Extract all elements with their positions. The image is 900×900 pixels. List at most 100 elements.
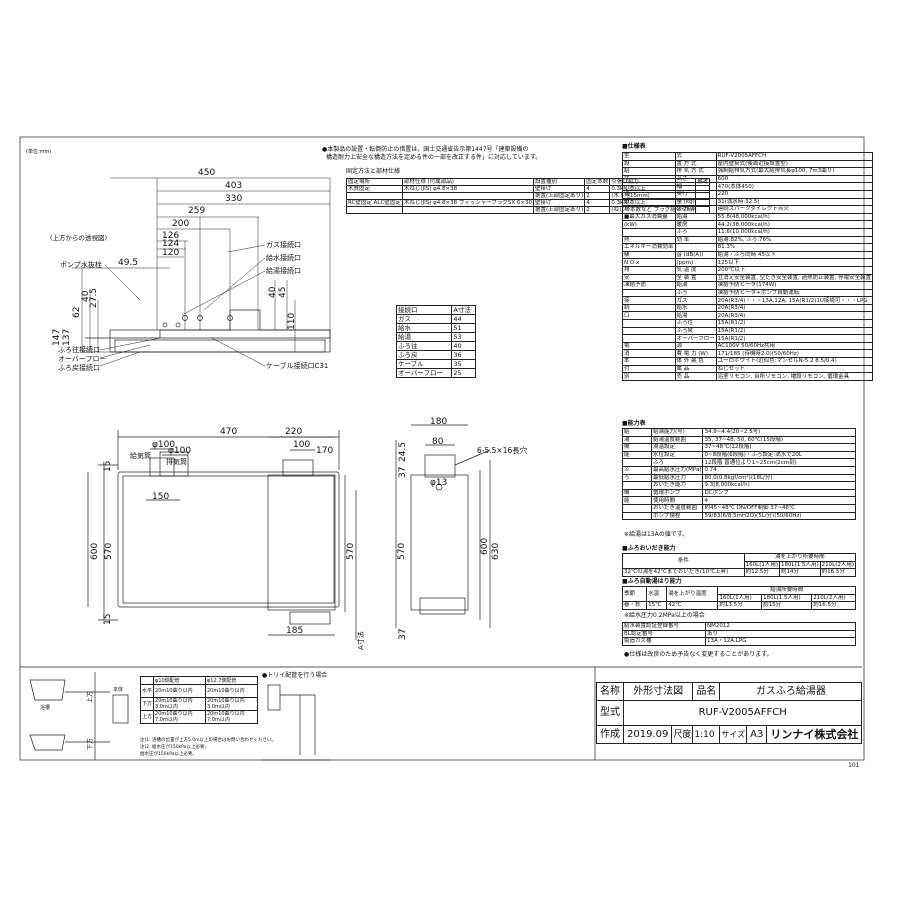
table-cell: 式 — [674, 152, 717, 161]
table-row: 凍結予防給湯凍結予防ヒータ(174W) — [622, 281, 874, 290]
table-header: 季節 — [621, 585, 648, 603]
table-header: 条件 — [622, 552, 745, 570]
table-cell: ふろ — [674, 227, 717, 237]
dim-label: 49.5 — [118, 258, 139, 268]
table-cell: 全 装 置 — [674, 273, 717, 283]
table-cell — [622, 503, 652, 513]
table-cell: 凍結予防 — [622, 281, 676, 290]
table-cell: 最低給水圧力 — [650, 473, 704, 483]
spec-footnote: ●仕様は改良のため予告なく変更することがあります。 — [624, 651, 773, 658]
table-cell: 20A(R3/4) — [715, 303, 874, 313]
table-row: 季節 水温 湯を上がり温度 給湯所要時間 — [621, 585, 856, 603]
label-cable-inlet: ケーブル接続口C31 — [266, 362, 329, 370]
table-cell: 売 品 — [674, 372, 717, 381]
table-cell: 81.3% — [715, 243, 874, 252]
table-cell: 給湯 — [674, 281, 717, 290]
table-row: 付属 品ねじセット — [622, 364, 874, 374]
table-cell: 44.2(38,000kcal/h) — [715, 220, 874, 229]
dim-label: 62 — [72, 306, 82, 318]
table-cell: ガス — [395, 314, 453, 324]
table-header: A寸法 — [451, 305, 476, 315]
table-cell: 35, 37~48, 50, 60℃(15段階) — [702, 435, 856, 445]
table-header: 給湯所要時間 — [717, 586, 856, 595]
table-cell: 約16.5分 — [811, 601, 856, 610]
dim-label: 450 — [198, 168, 216, 178]
dim-label: 470 — [220, 427, 238, 437]
table-cell: ポンプ揚程 — [650, 511, 704, 521]
table-cell: ふろ — [650, 458, 704, 467]
table-cell: 据置(上部固定あり) — [532, 192, 586, 200]
dim-label: 110 — [287, 312, 297, 330]
table-cell: 2 — [584, 206, 611, 214]
capacity-note: ※給湯は13Aの値です。 — [624, 531, 689, 538]
dim-label: 600 — [90, 542, 100, 560]
table-cell: 約12.5分 — [743, 568, 781, 577]
table-cell: 59/83(6/8.5mH2O)(5L/分)(50/60Hz) — [702, 511, 856, 521]
table-cell: オーバーフロー — [395, 368, 453, 378]
table-cell: 約13.5分 — [717, 601, 763, 610]
table-cell: ガス — [674, 296, 717, 305]
table-cell: 51 — [451, 323, 476, 333]
auto-fill-table: 季節 水温 湯を上がり温度 給湯所要時間 160L(1人用) 180L(1.5人… — [621, 585, 856, 610]
table-cell — [622, 334, 676, 343]
table-header: 160L(1人用) — [717, 593, 763, 603]
table-cell: 13A・12A,LPG — [705, 637, 856, 646]
dim-label: 37 — [398, 628, 408, 640]
dim-label: 120 — [162, 248, 180, 258]
label-overflow: オーバーフロー — [58, 355, 107, 363]
table-header — [139, 676, 155, 685]
table-cell: 4 — [702, 496, 856, 505]
dim-label: 147 — [52, 328, 62, 346]
table-row: 別売 品浴室リモコン, 台所リモコン, 増設リモコン, 循環金具 — [622, 372, 874, 381]
table-cell: 量 (kg) — [674, 197, 717, 207]
fixing-method-title: 固定方法と部材仕様 — [346, 168, 401, 175]
table-cell: 44 — [451, 314, 476, 324]
table-cell: 製造ガス種 — [622, 637, 706, 646]
table-cell: 体 外 装 色 — [674, 357, 717, 366]
table-row: φ10側配管 φ12.7側配管 — [139, 676, 258, 685]
table-header: 固定本数 — [584, 178, 611, 186]
size-label: サイズ — [719, 725, 748, 744]
table-cell: 約16.5分 — [819, 568, 857, 577]
table-cell: 20m10曲り以内 3.0m以内 — [153, 697, 206, 711]
table-cell: 給水 — [674, 303, 717, 313]
table-row: 点火 方 式連続スパークダイレクト点火 — [622, 205, 874, 214]
table-cell — [622, 511, 652, 521]
table-cell: (ppm) — [674, 258, 717, 267]
table-cell: 80.0(0.8kgf/cm²)(18L/分) — [702, 473, 856, 483]
table-cell: 凍結予防ヒータ(174W) — [715, 281, 874, 290]
table-cell: 高さ — [674, 174, 717, 184]
dim-label: φ100 — [168, 446, 192, 456]
made-label: 作成 — [596, 725, 624, 744]
table-cell: 付 — [622, 364, 676, 374]
label-hot-water-outlet: 給湯接続口 — [266, 267, 301, 275]
model-label: 型式 — [596, 700, 624, 726]
table-cell: 15A(R1/2) — [715, 326, 874, 336]
table-cell: 下方 — [139, 697, 155, 711]
top-note-line-2: 構造耐力上安全な構造方法を定める件の一部を改正する件」に対応しています。 — [326, 154, 542, 161]
table-cell: 給湯能力(号) — [650, 428, 704, 437]
table-cell: 給水 — [395, 323, 453, 333]
table-cell: 立消え安全装置, 空だき安全装置, 過熱防止装置, 停電安全装置 — [715, 273, 874, 283]
table-cell: 約15分 — [761, 601, 813, 610]
label-bath-out: ふろ往接続口 — [58, 346, 100, 354]
dim-label: 570 — [346, 542, 356, 560]
auto-fill-title: ■ふろ自動湯はり能力 — [622, 578, 682, 585]
table-cell: ケーブル — [395, 359, 453, 369]
table-cell: 火 方 式 — [674, 205, 717, 214]
size-value: A3 — [746, 725, 768, 744]
table-cell: 20m10曲り以内 — [153, 684, 206, 698]
